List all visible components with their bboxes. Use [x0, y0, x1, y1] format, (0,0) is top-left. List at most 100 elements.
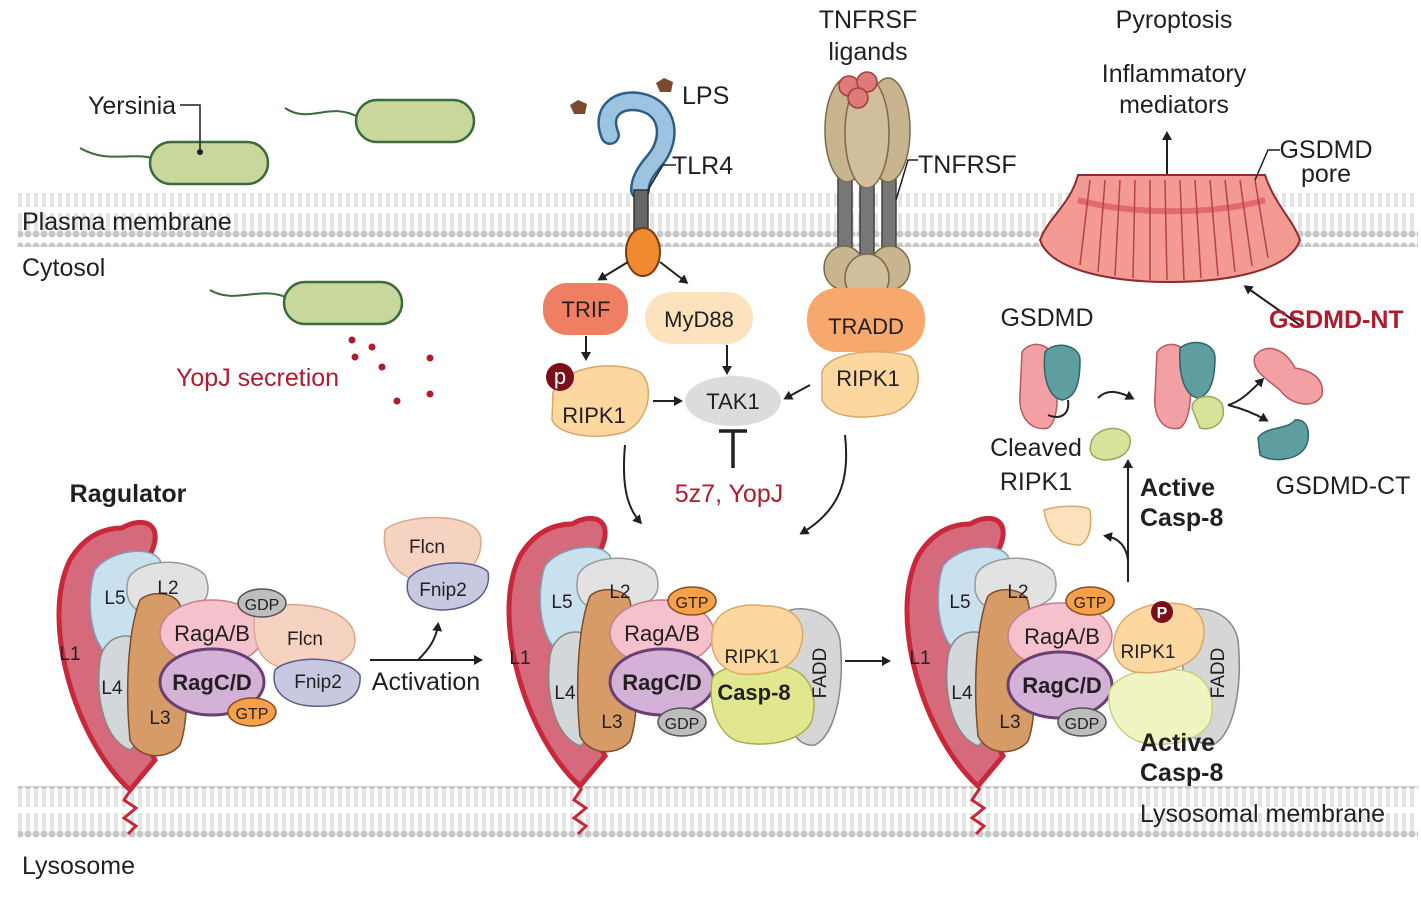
arrow-to-complex-right — [799, 434, 848, 535]
svg-text:L5: L5 — [949, 592, 970, 613]
tnfrsf-receptor — [823, 71, 911, 303]
gsdmd-pore — [1038, 174, 1302, 284]
ripk1-protein-tnf: RIPK1 — [821, 350, 919, 418]
ragulator-complex-3 — [904, 515, 1241, 836]
lysosomal-membrane — [18, 786, 1418, 840]
lps-label: LPS — [682, 82, 729, 110]
tlr4-label: TLR4 — [672, 152, 733, 180]
svg-text:GTP: GTP — [676, 595, 709, 612]
lysosome-label: Lysosome — [22, 852, 135, 880]
trif-protein: TRIF — [543, 283, 628, 335]
svg-text:RagC/D: RagC/D — [1022, 673, 1101, 698]
arrow-tlr4-trif — [597, 261, 629, 281]
released-flcn-fnip2: Flcn Fnip2 — [383, 516, 490, 611]
tak1-protein: TAK1 — [685, 376, 781, 426]
phospho-badge-left: p — [546, 363, 574, 391]
svg-text:RagA/B: RagA/B — [174, 621, 250, 646]
arrow-tlr4-myd88 — [659, 261, 689, 284]
svg-text:L2: L2 — [157, 578, 178, 599]
svg-text:RIPK1: RIPK1 — [836, 366, 900, 391]
inflammatory-label-1: Inflammatory — [1102, 60, 1247, 88]
yersinia-label: Yersinia — [88, 92, 176, 120]
cleaved-ripk1-fragment-small — [1089, 427, 1131, 461]
svg-text:GDP: GDP — [245, 597, 280, 614]
cleaved-ripk1-fragment — [1043, 505, 1092, 546]
yopj-secretion-label: YopJ secretion — [176, 364, 339, 392]
plasma-membrane-label: Plasma membrane — [22, 208, 232, 236]
svg-text:GTP: GTP — [236, 706, 269, 723]
svg-text:Fnip2: Fnip2 — [294, 672, 342, 693]
svg-text:Fnip2: Fnip2 — [419, 580, 467, 601]
inhibitor-label: 5z7, YopJ — [675, 480, 783, 508]
arrow-split-up — [1227, 377, 1265, 406]
tlr4-leader-line — [647, 164, 676, 191]
inhibition-bar — [719, 429, 747, 468]
svg-text:RagC/D: RagC/D — [172, 670, 251, 695]
active-casp8-top-label-1: Active — [1140, 474, 1215, 502]
svg-text:p: p — [554, 364, 566, 389]
svg-text:MyD88: MyD88 — [664, 307, 734, 332]
svg-text:L4: L4 — [101, 678, 123, 699]
svg-text:L1: L1 — [509, 648, 530, 669]
svg-text:L2: L2 — [609, 582, 630, 603]
svg-text:L3: L3 — [999, 712, 1020, 733]
svg-text:L2: L2 — [1007, 582, 1028, 603]
svg-text:Flcn: Flcn — [409, 537, 445, 558]
active-casp8-bottom-label-2: Casp-8 — [1140, 759, 1223, 787]
ragulator-label: Ragulator — [70, 480, 187, 508]
gsdmd-casp8-complex — [1154, 341, 1225, 430]
svg-text:GTP: GTP — [1074, 595, 1107, 612]
arrow-nt-pore — [1243, 285, 1301, 326]
yersinia-bacterium-2 — [284, 98, 476, 144]
gsdmd-label: GSDMD — [1000, 304, 1093, 332]
svg-text:RIPK1: RIPK1 — [725, 647, 780, 668]
lysosomal-membrane-label: Lysosomal membrane — [1140, 800, 1385, 828]
svg-text:RagC/D: RagC/D — [622, 670, 701, 695]
gsdmd-nt-fragment — [1253, 347, 1324, 405]
cleaved-label-1: Cleaved — [990, 434, 1082, 462]
svg-text:TAK1: TAK1 — [706, 389, 759, 414]
svg-text:FADD: FADD — [1208, 648, 1229, 699]
gsdmd-ct-fragment — [1257, 419, 1310, 461]
svg-text:L4: L4 — [951, 683, 973, 704]
tnfrsf-ligands-label-1: TNFRSF — [819, 6, 918, 34]
ragulator-complex-2 — [506, 515, 843, 836]
gsdmd-pore-label-2: pore — [1301, 160, 1351, 188]
svg-text:RagA/B: RagA/B — [624, 621, 700, 646]
svg-text:L3: L3 — [149, 708, 170, 729]
inflammatory-label-2: mediators — [1119, 91, 1229, 119]
svg-text:P: P — [1157, 605, 1168, 622]
active-casp8-top-label-2: Casp-8 — [1140, 504, 1223, 532]
svg-text:GDP: GDP — [1065, 716, 1100, 733]
gsdmd-nt-label: GSDMD-NT — [1269, 306, 1404, 334]
tnfrsf-leader-line — [895, 159, 918, 201]
ripk1-protein-left: RIPK1 — [551, 365, 650, 437]
svg-text:RIPK1: RIPK1 — [1121, 642, 1176, 663]
ragulator-complex-1 — [56, 519, 361, 836]
yopj-dots — [348, 336, 434, 405]
svg-text:FADD: FADD — [810, 648, 831, 699]
svg-text:RIPK1: RIPK1 — [562, 403, 626, 428]
pyroptosis-label: Pyroptosis — [1116, 6, 1233, 34]
yersinia-leader-line — [180, 104, 201, 152]
cleaved-label-2: RIPK1 — [1000, 468, 1072, 496]
svg-text:L1: L1 — [909, 648, 930, 669]
gsdmd-pore-leader — [1254, 149, 1280, 181]
gsdmd-full-protein — [1019, 343, 1081, 430]
tradd-protein: TRADD — [807, 288, 925, 352]
svg-text:L1: L1 — [59, 644, 80, 665]
activation-label: Activation — [372, 668, 480, 696]
arrow-gsdmd-cleave — [1097, 390, 1135, 400]
lps-icon — [570, 78, 673, 114]
svg-text:L3: L3 — [601, 712, 622, 733]
svg-text:L5: L5 — [551, 592, 572, 613]
svg-text:L5: L5 — [104, 588, 125, 609]
complex-2-labels: L1 L5 L2 L4 L3 RagA/B RagC/D RIPK1 Casp-… — [509, 582, 831, 733]
gsdmd-pore-label-1: GSDMD — [1279, 136, 1372, 164]
tlr4-receptor — [597, 91, 676, 277]
complex-3-labels: L1 L5 L2 L4 L3 RagA/B RagC/D RIPK1 FADD … — [909, 582, 1229, 733]
tnfrsf-label: TNFRSF — [918, 151, 1017, 179]
myd88-protein: MyD88 — [645, 292, 753, 344]
yersinia-bacterium-1 — [79, 140, 270, 186]
